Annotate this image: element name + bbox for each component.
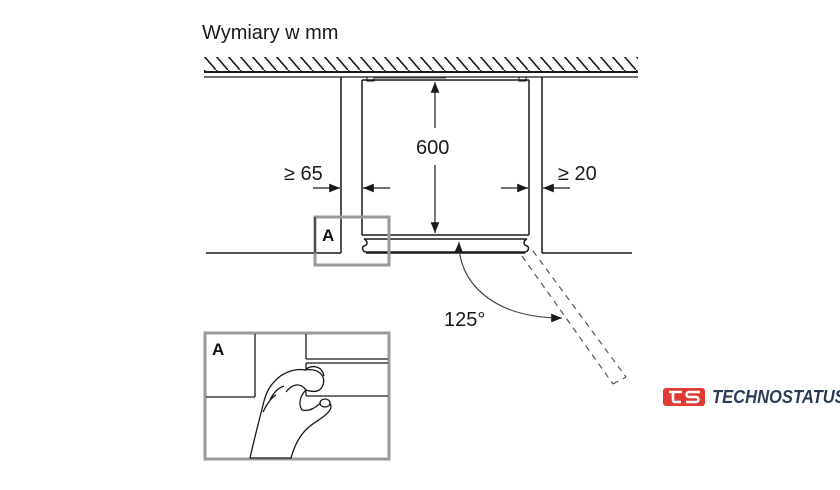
appliance-body xyxy=(361,76,530,253)
brand-logo: TECHNOSTATUS xyxy=(662,385,840,409)
open-door-outline xyxy=(521,250,627,385)
ceiling-hatch xyxy=(204,57,638,78)
left-gap-label: ≥ 65 xyxy=(284,163,323,185)
hand-icon xyxy=(249,365,332,459)
detail-marker-label: A xyxy=(322,226,335,245)
detail-view-label: A xyxy=(212,340,225,359)
right-gap-label: ≥ 20 xyxy=(558,163,597,185)
brand-name: TECHNOSTATUS xyxy=(712,386,840,407)
depth-label: 600 xyxy=(416,137,450,159)
door-angle-label: 125° xyxy=(444,309,486,331)
door-angle-arc xyxy=(454,241,563,323)
diagram-title: Wymiary w mm xyxy=(202,22,339,44)
detail-a-view xyxy=(203,331,391,461)
ts-logo-icon xyxy=(663,388,705,406)
